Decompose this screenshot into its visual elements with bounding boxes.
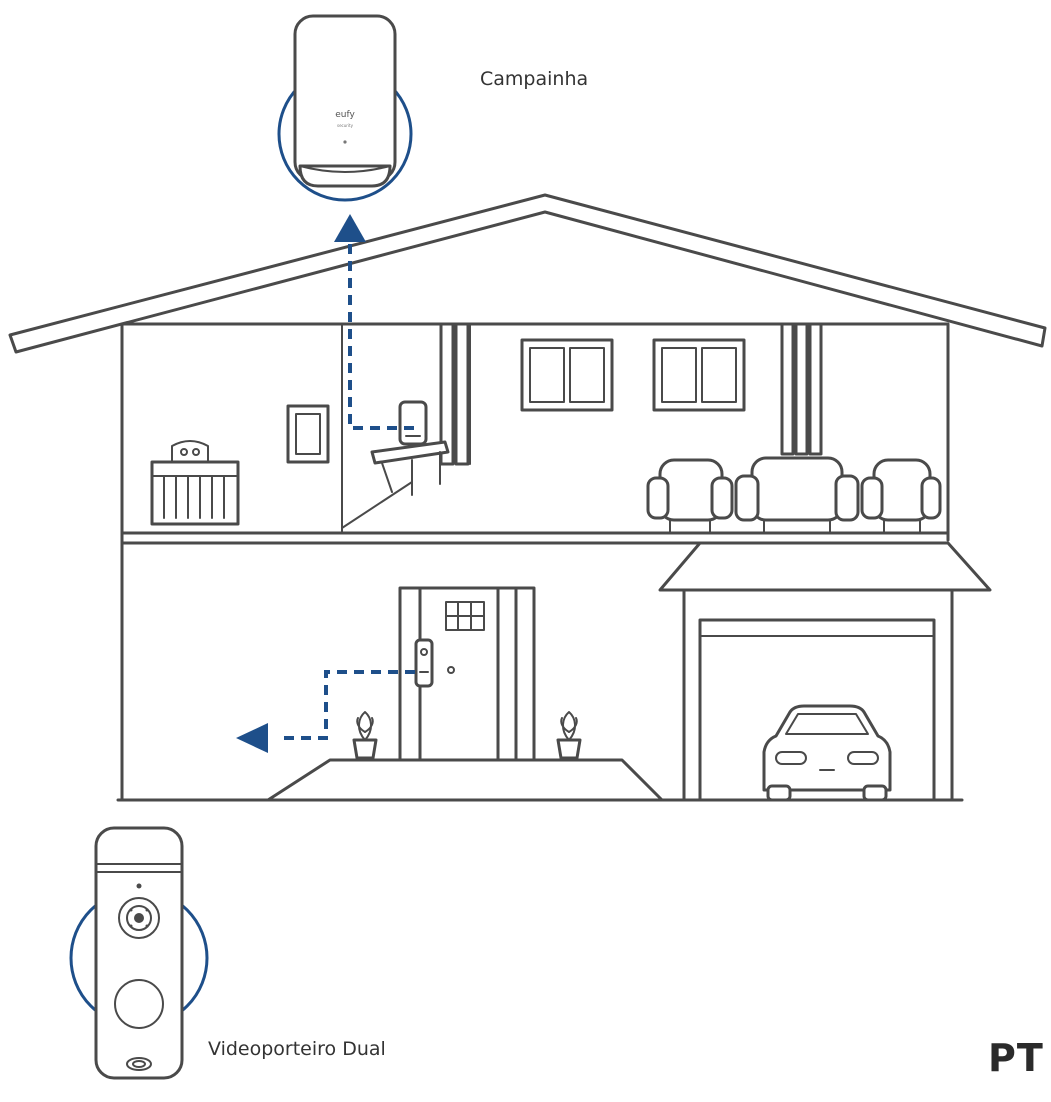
chime-label: Campainha bbox=[480, 68, 589, 90]
sofa-icon bbox=[734, 456, 860, 533]
doorbell-label: Videoporteiro Dual bbox=[208, 1038, 386, 1060]
crib-icon bbox=[150, 440, 240, 526]
armchair-icon bbox=[646, 458, 734, 533]
house-walls bbox=[120, 322, 950, 802]
chime-small-icon bbox=[398, 400, 428, 446]
signal-arrow-icon-2 bbox=[236, 723, 268, 753]
window-1 bbox=[520, 338, 614, 412]
porch bbox=[266, 758, 664, 802]
signal-path-chime bbox=[334, 214, 414, 430]
pillar-right bbox=[780, 322, 823, 456]
plant-pot-icon bbox=[352, 711, 378, 760]
picture-frame bbox=[286, 404, 330, 464]
roof bbox=[8, 193, 1047, 354]
chime-device-icon: eufy security bbox=[277, 14, 413, 202]
signal-arrow-icon bbox=[334, 214, 366, 242]
signal-path-doorbell bbox=[236, 670, 415, 753]
language-badge: PT bbox=[988, 1036, 1044, 1080]
house-illustration bbox=[8, 193, 1047, 802]
car-icon bbox=[762, 704, 892, 802]
plant-pot-icon-2 bbox=[556, 711, 582, 760]
table-icon bbox=[341, 440, 450, 529]
window-2 bbox=[652, 338, 746, 412]
video-doorbell-icon bbox=[69, 826, 209, 1080]
chime-brand-text: eufy bbox=[335, 110, 355, 120]
chime-brand-sub: security bbox=[337, 123, 354, 128]
armchair-icon-2 bbox=[860, 458, 942, 533]
doorbell-small-icon bbox=[414, 638, 434, 688]
pillar-left bbox=[439, 322, 471, 466]
